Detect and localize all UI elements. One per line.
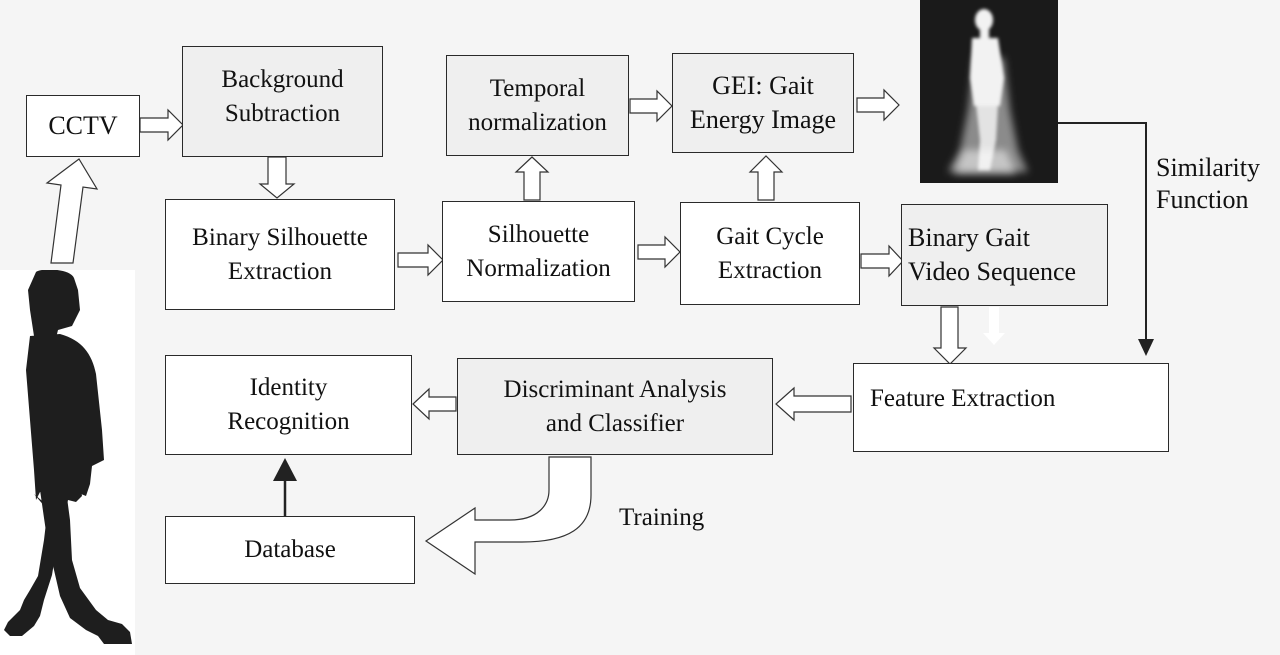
arrow-training: [424, 456, 592, 576]
arrow-person-to-cctv: [45, 158, 99, 264]
arrow-silhouette-to-normalization: [397, 243, 444, 277]
similarity-function-label: Similarity Function: [1156, 153, 1260, 214]
gait-energy-image: [920, 0, 1058, 183]
similarity-connector: [1058, 122, 1147, 344]
arrow-normalization-to-temporal: [514, 156, 550, 201]
background-subtraction-box: Background Subtraction: [182, 46, 383, 157]
database-box: Database: [165, 516, 415, 584]
arrow-cctv-to-background: [139, 108, 184, 142]
database-arrowhead: [273, 458, 297, 481]
similarity-arrowhead: [1138, 339, 1154, 356]
gei-box: GEI: Gait Energy Image: [672, 53, 854, 153]
training-label: Training: [619, 504, 705, 531]
arrow-binary-gait-to-feature: [932, 306, 968, 365]
cctv-box: CCTV: [26, 95, 140, 157]
arrow-feature-to-discriminant: [775, 386, 852, 422]
walking-person-silhouette: [0, 270, 135, 655]
identity-recognition-box: Identity Recognition: [165, 355, 412, 455]
arrow-normalization-to-gait-cycle: [637, 235, 681, 269]
arrow-gei-to-image: [856, 88, 900, 122]
arrow-discriminant-to-identity: [412, 387, 457, 421]
arrow-background-to-silhouette: [258, 156, 296, 199]
discriminant-analysis-box: Discriminant Analysis and Classifier: [457, 358, 773, 455]
arrow-gait-cycle-to-gei: [748, 155, 784, 201]
feature-extraction-box: Feature Extraction: [853, 363, 1169, 452]
arrow-temporal-to-gei: [629, 89, 673, 123]
arrow-gait-cycle-to-binary-gait: [860, 244, 904, 278]
gait-cycle-extraction-box: Gait Cycle Extraction: [680, 202, 860, 305]
binary-silhouette-extraction-box: Binary Silhouette Extraction: [165, 199, 395, 310]
faint-arrow: [983, 307, 1005, 345]
temporal-normalization-box: Temporal normalization: [446, 55, 629, 156]
binary-gait-video-sequence-box: Binary Gait Video Sequence: [901, 204, 1108, 306]
silhouette-normalization-box: Silhouette Normalization: [442, 201, 635, 302]
